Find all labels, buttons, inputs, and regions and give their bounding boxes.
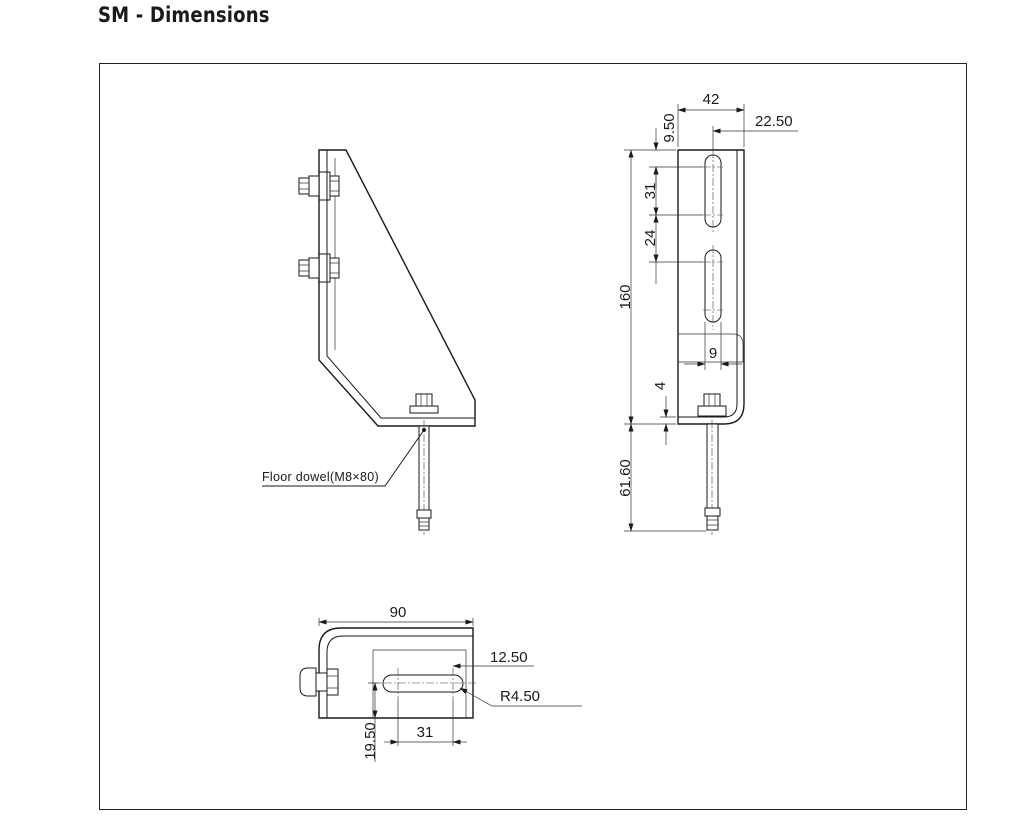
dim-dowel-length: 61.60 [617,459,634,497]
dim-slot-gap: 24 [642,230,659,247]
dim-top-margin: 9.50 [661,113,678,142]
page-title: SM - Dimensions [98,3,270,27]
floor-dowel-label: Floor dowel(M8×80) [262,470,379,484]
bracket-top-outline [318,627,474,719]
dim-width: 42 [703,91,720,108]
bracket-front-outline [677,149,745,425]
front-slot-upper [703,150,723,232]
dim-slot-radius: R4.50 [500,688,540,705]
drawing-frame [99,63,967,810]
dim-depth: 90 [390,604,407,621]
top-slot [382,674,464,693]
dim-height: 160 [617,284,634,309]
dim-edge-offset: 19.50 [362,722,379,760]
dim-base-thickness: 4 [652,382,669,390]
front-slot-lower [703,245,723,330]
wall-bolt-lower [298,253,340,283]
bracket-side-outline [318,149,476,427]
dim-top-slot-length: 31 [417,724,434,741]
front-view: 42 22.50 9.50 31 24 160 4 61.60 9 [617,91,798,535]
dim-slot-length: 31 [642,183,659,200]
floor-dowel [416,420,432,535]
dim-slot-width: 9 [709,345,717,362]
side-view: Floor dowel(M8×80) [262,149,476,535]
dim-slot-offset: 22.50 [755,113,793,130]
dim-top-slot-offset: 12.50 [490,649,528,666]
top-view: 90 12.50 R4.50 31 19.50 [299,604,582,762]
wall-bolt-upper [298,171,340,201]
floor-bolt-nut [409,393,439,414]
